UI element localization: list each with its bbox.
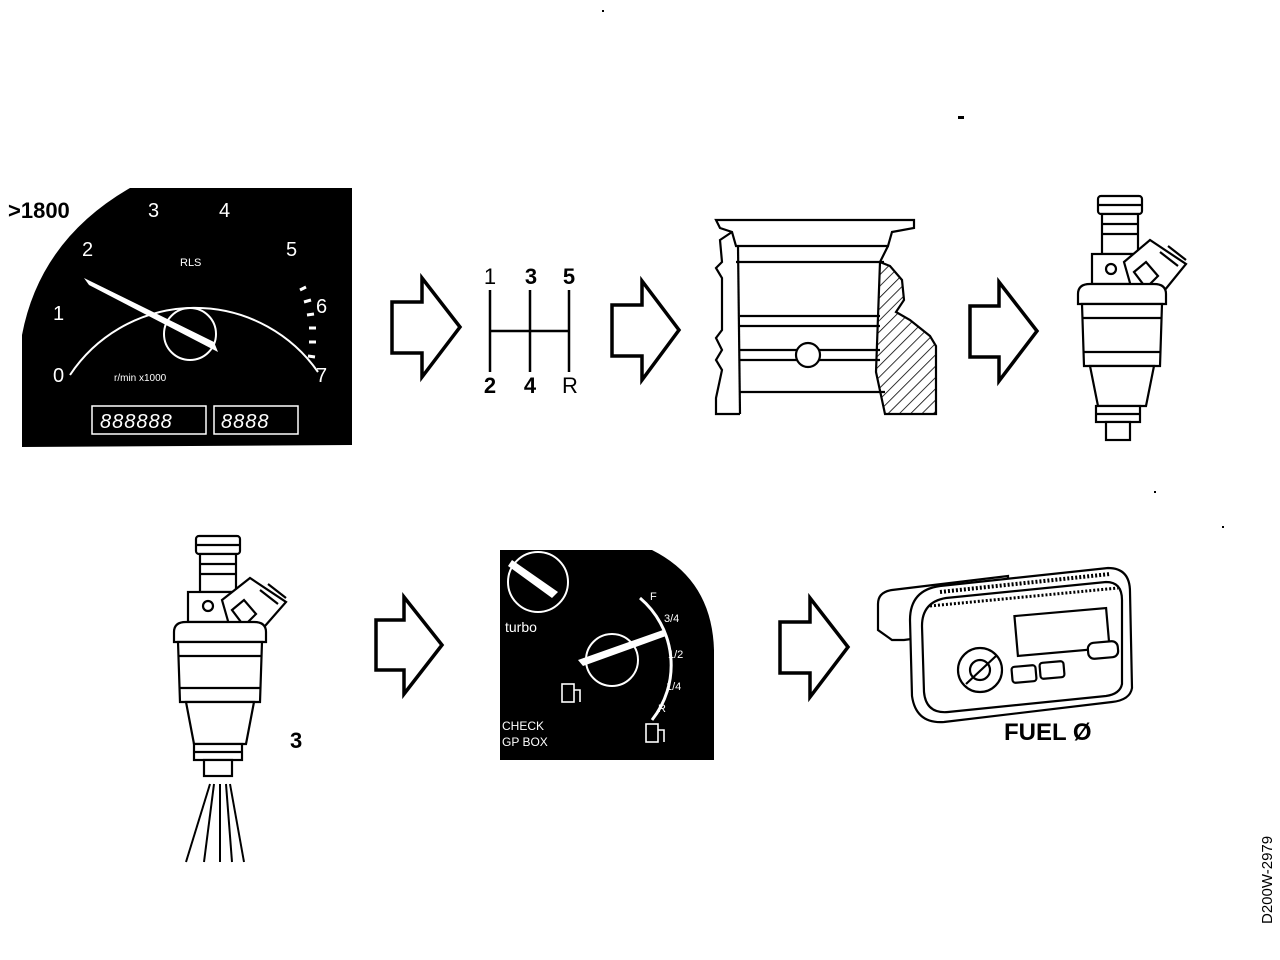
flow-arrow-2 xyxy=(610,275,682,386)
trip-display xyxy=(213,405,299,435)
tach-scale-1: 1 xyxy=(53,303,64,325)
gear-4-label: 4 xyxy=(524,373,537,398)
gear-reverse-label: R xyxy=(562,373,578,398)
tach-scale-3: 3 xyxy=(148,200,159,222)
fuel-mark-three-quarter: 3/4 xyxy=(664,613,679,625)
fuel-needle xyxy=(578,630,666,666)
gearshift-pattern: 1 3 5 2 4 R xyxy=(484,264,578,398)
gear-2-label: 2 xyxy=(484,373,496,398)
gear-1-label: 1 xyxy=(484,264,496,289)
engine-control-module xyxy=(876,566,1134,724)
ecu-fuel-label: FUEL Ø xyxy=(1004,719,1092,746)
tach-brand-label: RLS xyxy=(180,257,201,269)
warning-line-2: GP BOX xyxy=(502,735,548,749)
tach-scale-2: 2 xyxy=(82,239,93,261)
tach-needle xyxy=(84,278,218,352)
odometer-display xyxy=(91,405,207,435)
flow-arrow-3 xyxy=(968,276,1040,387)
tach-scale-6: 6 xyxy=(316,296,327,318)
fuel-gauge-panel: turbo F 3/4 1/2 1/4 R CHECK GP BOX xyxy=(500,550,714,760)
tach-unit-label: r/min x1000 xyxy=(114,373,167,384)
tach-scale-0: 0 xyxy=(53,365,64,387)
step-number-label: 3 xyxy=(290,728,302,753)
flow-arrow-5 xyxy=(778,592,851,703)
turbo-needle xyxy=(508,560,558,598)
tach-threshold-label: >1800 xyxy=(8,198,70,223)
flow-arrow-4 xyxy=(374,591,445,700)
fuel-mark-quarter: 1/4 xyxy=(666,681,681,693)
fuel-mark-full: F xyxy=(650,591,657,603)
fuel-injector-spraying xyxy=(172,534,288,778)
flow-arrow-1 xyxy=(390,272,463,383)
ecu-display-window xyxy=(1013,606,1111,658)
tach-scale-5: 5 xyxy=(286,239,297,261)
fuel-pump-warning-icon xyxy=(645,723,665,743)
tachometer-background xyxy=(22,188,352,447)
drawing-id: D200W-2979 xyxy=(1259,836,1276,924)
tachometer-panel: >1800 0 1 2 3 4 5 6 7 RLS r/min x1000 xyxy=(8,188,352,447)
trip-value: 8888 xyxy=(221,411,270,433)
print-specks xyxy=(602,10,1224,528)
fuel-injector-top xyxy=(1076,194,1188,442)
ecu-buttons xyxy=(1010,640,1120,684)
warning-line-1: CHECK xyxy=(502,719,544,733)
tach-redline-ticks xyxy=(299,285,316,359)
tach-scale-4: 4 xyxy=(219,200,230,222)
tach-needle-hub xyxy=(163,307,217,361)
fuel-mark-reserve: R xyxy=(658,703,666,715)
turbo-dial xyxy=(507,551,569,613)
odometer-value: 888888 xyxy=(100,411,173,433)
intake-port-section xyxy=(714,218,938,416)
gear-5-label: 5 xyxy=(563,264,575,289)
fuel-scale-arc xyxy=(639,596,673,721)
fuel-mark-half: 1/2 xyxy=(668,649,683,661)
tach-scale-7: 7 xyxy=(316,365,327,387)
fuel-spray-lines xyxy=(185,783,245,863)
fuel-pump-icon xyxy=(561,683,581,703)
turbo-label: turbo xyxy=(505,619,537,635)
gear-3-label: 3 xyxy=(525,264,537,289)
